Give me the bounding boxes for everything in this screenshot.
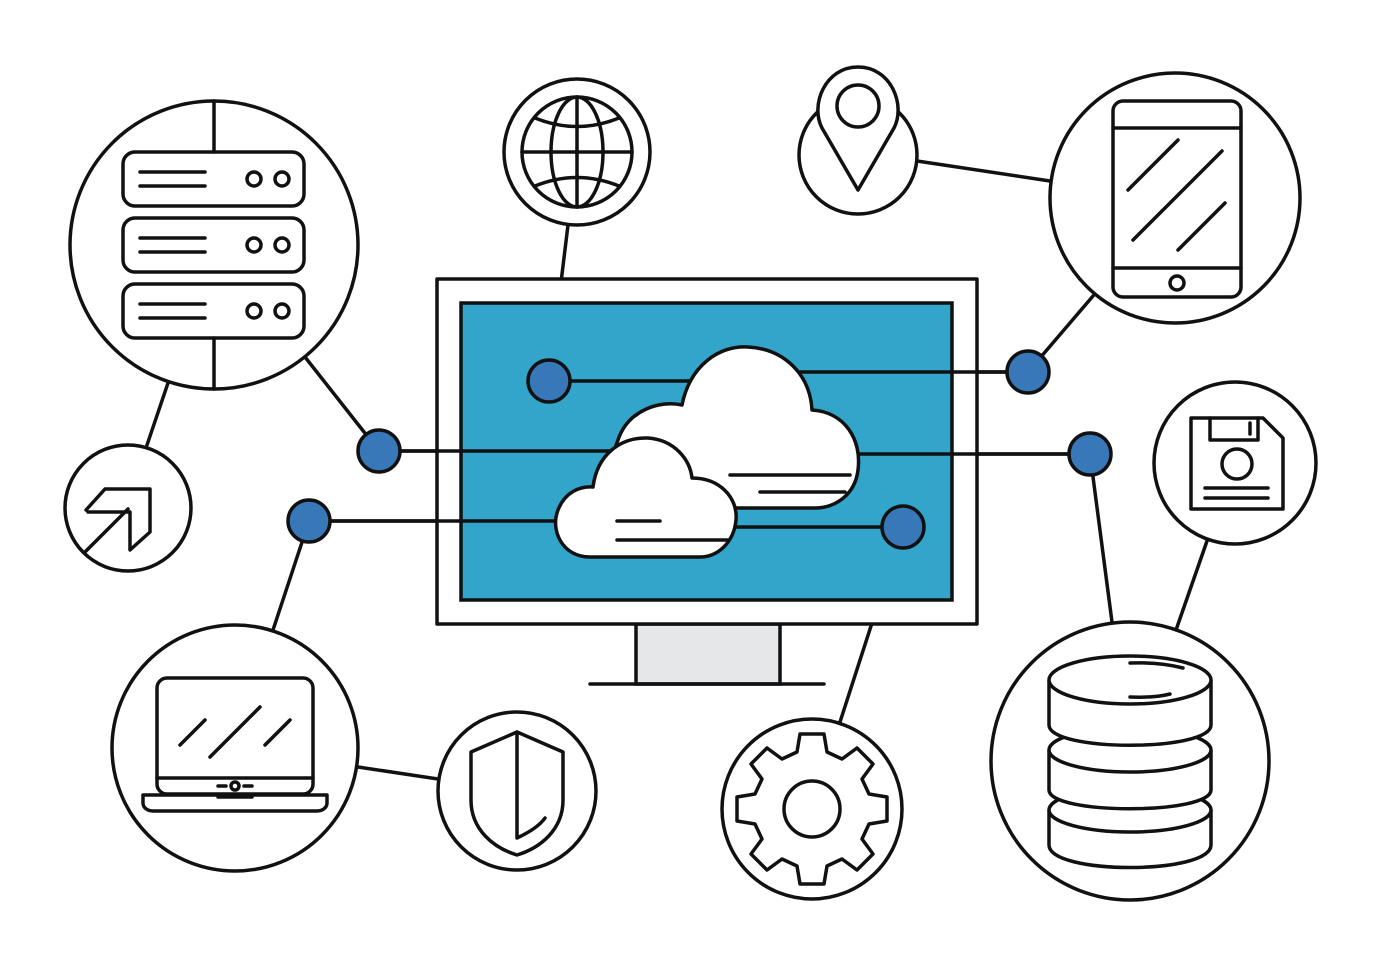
node xyxy=(1067,431,1113,477)
server-rack-icon xyxy=(68,99,360,391)
tablet-icon xyxy=(1048,71,1302,325)
cloud-icon xyxy=(553,436,738,559)
location-pin-icon xyxy=(797,65,919,216)
database-icon xyxy=(989,620,1271,902)
laptop-icon xyxy=(110,623,360,873)
floppy-disk-icon xyxy=(1152,380,1318,546)
arrow-icon xyxy=(63,443,193,573)
node xyxy=(880,504,926,550)
node xyxy=(356,428,402,474)
gear-icon xyxy=(720,717,904,901)
node xyxy=(526,358,572,404)
network-nodes xyxy=(286,349,1113,550)
node xyxy=(286,498,332,544)
shield-icon xyxy=(436,710,598,872)
globe-icon xyxy=(502,77,652,227)
node xyxy=(1005,349,1051,395)
